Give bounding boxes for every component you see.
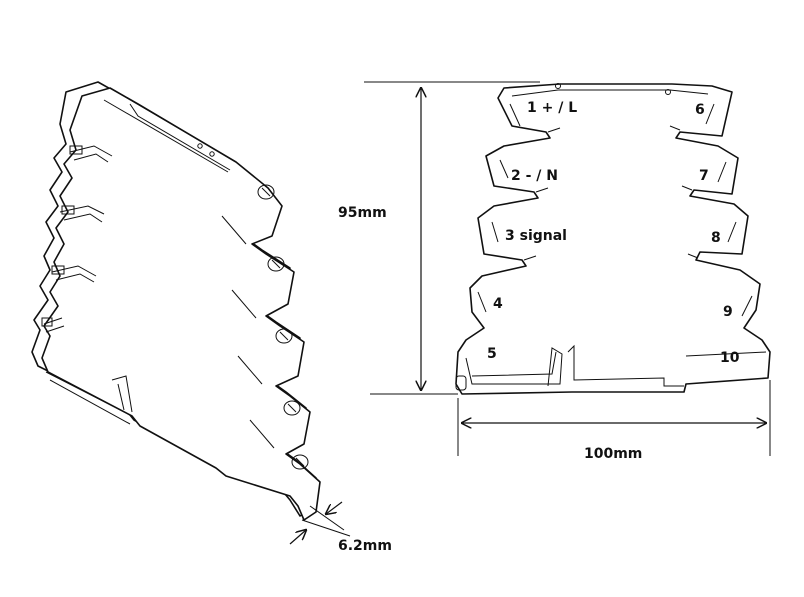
terminal-5-label: 5 bbox=[487, 346, 497, 362]
terminal-1-label: 1 + / L bbox=[527, 100, 577, 116]
terminal-8-label: 8 bbox=[711, 230, 721, 246]
width-label: 100mm bbox=[584, 446, 642, 462]
terminal-4-label: 4 bbox=[493, 296, 503, 312]
thickness-label: 6.2mm bbox=[338, 538, 392, 554]
thickness-ext-line bbox=[301, 519, 351, 537]
perspective-hole bbox=[209, 151, 215, 157]
height-label: 95mm bbox=[338, 205, 387, 221]
terminal-10-label: 10 bbox=[720, 350, 740, 366]
terminal-3-label: 3 signal bbox=[505, 228, 567, 244]
terminal-6-label: 6 bbox=[695, 102, 705, 118]
perspective-right-clamps bbox=[221, 184, 309, 470]
thickness-arrow-left bbox=[289, 530, 306, 545]
perspective-din-clip bbox=[45, 371, 133, 425]
terminal-9-label: 9 bbox=[723, 304, 733, 320]
terminal-7-label: 7 bbox=[699, 168, 709, 184]
terminal-2-label: 2 - / N bbox=[511, 168, 558, 184]
perspective-hole bbox=[197, 143, 203, 149]
front-view-details bbox=[455, 83, 767, 391]
perspective-front-face bbox=[41, 87, 321, 521]
perspective-left-clamps bbox=[41, 145, 113, 333]
perspective-top-rail bbox=[103, 87, 237, 173]
perspective-view: 6.2mm bbox=[31, 81, 392, 554]
thickness-ext-line bbox=[309, 505, 345, 531]
front-view-outline bbox=[455, 83, 771, 395]
thickness-arrow-right bbox=[326, 501, 343, 514]
front-view: 1 + / L 2 - / N 3 signal 4 5 6 7 8 9 10 … bbox=[338, 81, 771, 462]
